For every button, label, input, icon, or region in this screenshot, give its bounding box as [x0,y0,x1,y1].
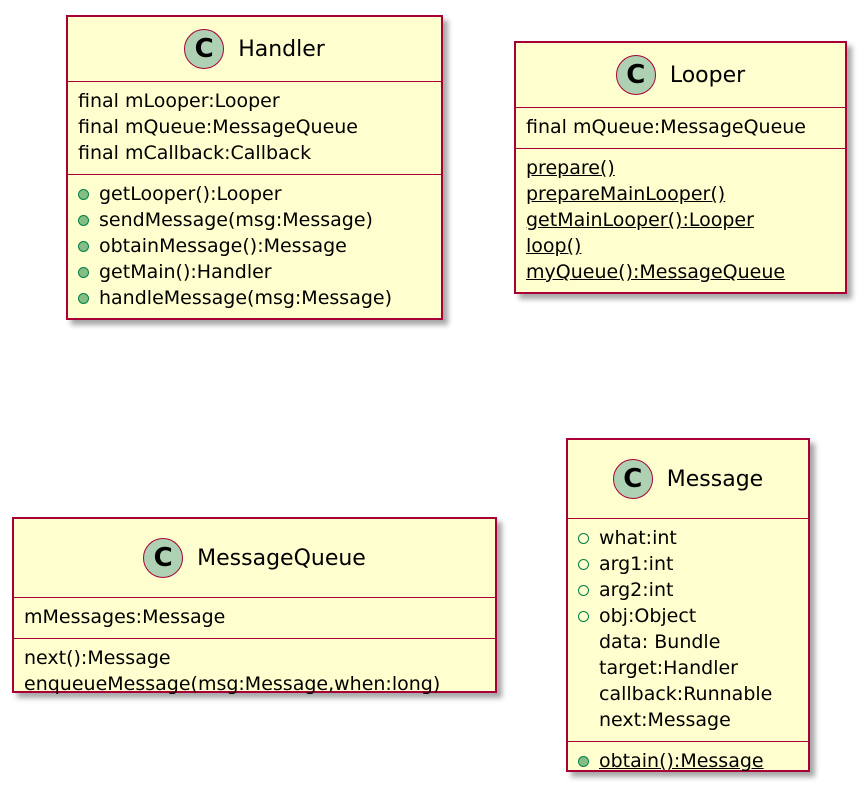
field: data: Bundle [599,631,721,653]
class-c-icon: C [143,538,184,578]
field: callback:Runnable [599,683,773,705]
method: getMain():Handler [78,259,431,285]
class-name: Message [666,466,764,492]
method: getLooper():Looper [78,181,431,207]
class-name: Handler [238,36,325,62]
methods-section: obtain():Message [568,741,808,782]
field: arg1:int [578,551,798,577]
method: obtainMessage():Message [78,233,431,259]
public-field-icon [578,584,589,596]
class-c-icon: C [615,55,656,95]
public-method-icon [578,755,589,767]
fields-section: mMessages:Message [14,598,495,638]
fields-section: what:int arg1:int arg2:int obj:Object da… [568,519,808,741]
field: mMessages:Message [24,606,226,628]
static-method: getMainLooper():Looper [526,209,754,231]
class-looper: C Looper final mQueue:MessageQueue prepa… [514,41,847,294]
field: arg2:int [578,577,798,603]
field: obj:Object [578,603,798,629]
class-header: C Looper [516,43,845,108]
field: target:Handler [599,657,738,679]
class-header: C Message [568,440,808,519]
static-method: prepareMainLooper() [526,183,726,205]
static-method: loop() [526,235,582,257]
methods-section: prepare() prepareMainLooper() getMainLoo… [516,148,845,293]
public-method-icon [78,214,89,226]
public-method-icon [78,188,89,200]
field: final mCallback:Callback [78,142,312,164]
public-method-icon [78,240,89,252]
public-field-icon [578,532,589,544]
method: next():Message [24,647,171,669]
class-message-queue: C MessageQueue mMessages:Message next():… [12,517,497,695]
method: sendMessage(msg:Message) [78,207,431,233]
fields-section: final mQueue:MessageQueue [516,108,845,148]
class-name: Looper [669,62,746,88]
class-handler: C Handler final mLooper:Looper final mQu… [66,15,443,320]
public-method-icon [78,292,89,304]
methods-section: next():Message enqueueMessage(msg:Messag… [14,638,495,705]
field: what:int [578,525,798,551]
class-header: C Handler [68,17,441,82]
field: final mQueue:MessageQueue [526,116,806,138]
class-c-icon: C [184,29,225,69]
static-method: prepare() [526,157,615,179]
field: final mLooper:Looper [78,90,280,112]
method: enqueueMessage(msg:Message,when:long) [24,673,441,695]
static-method: obtain():Message [578,748,798,774]
public-field-icon [578,610,589,622]
class-c-icon: C [612,459,653,499]
public-method-icon [78,266,89,278]
class-message: C Message what:int arg1:int arg2:int obj… [566,438,810,772]
fields-section: final mLooper:Looper final mQueue:Messag… [68,82,441,174]
static-method: myQueue():MessageQueue [526,261,786,283]
field: next:Message [599,709,731,731]
field: final mQueue:MessageQueue [78,116,358,138]
class-name: MessageQueue [197,545,366,571]
methods-section: getLooper():Looper sendMessage(msg:Messa… [68,174,441,319]
class-header: C MessageQueue [14,519,495,598]
public-field-icon [578,558,589,570]
method: handleMessage(msg:Message) [78,285,431,311]
